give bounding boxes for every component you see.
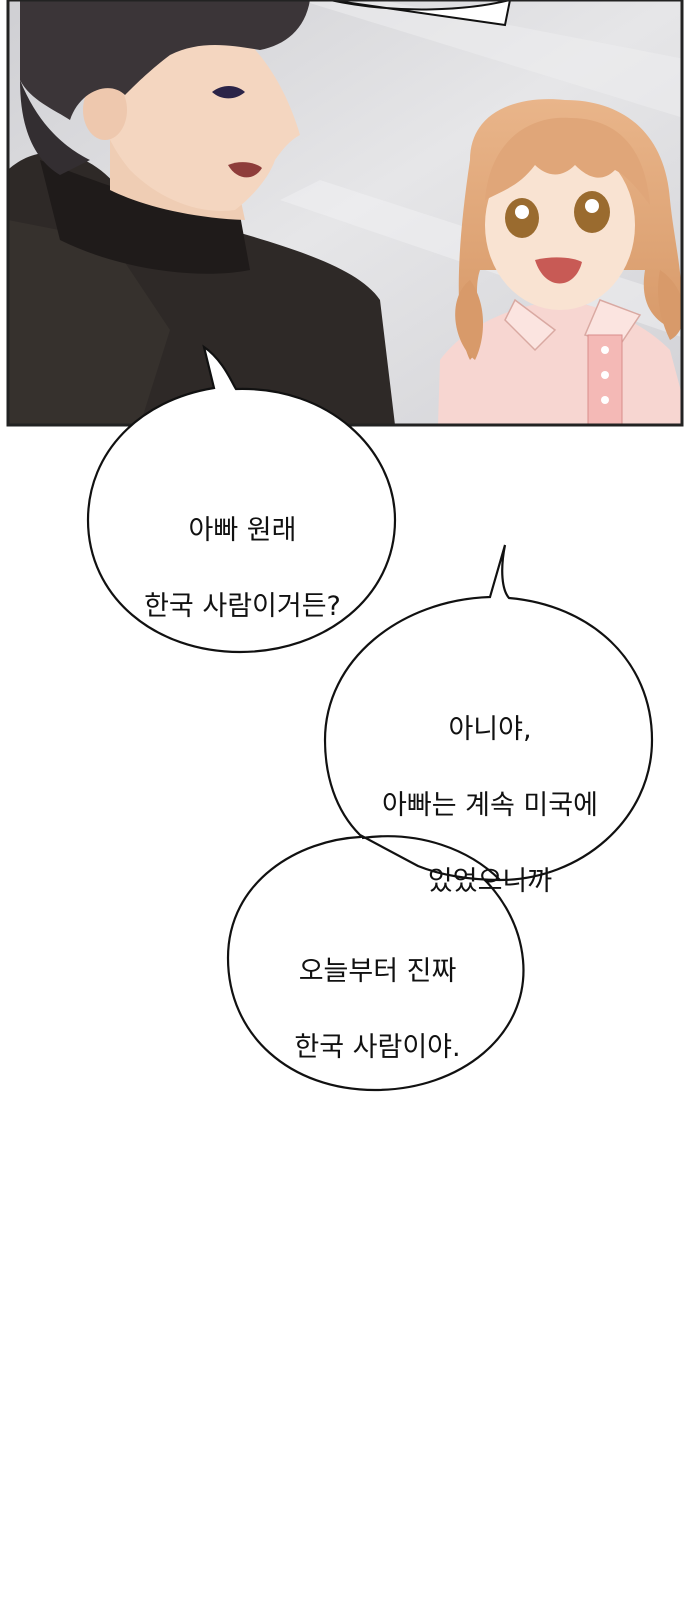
man-mouth: [228, 162, 262, 178]
man-hair: [20, 0, 310, 120]
bubble-2-line-2: 아빠는 계속 미국에: [382, 790, 598, 821]
girl-face: [485, 140, 635, 310]
bubble-3-text: 오늘부터 진짜 한국 사람이야.: [250, 915, 505, 1105]
bubble-3-line-2: 한국 사람이야.: [294, 1032, 461, 1063]
bubble-3-line-1: 오늘부터 진짜: [298, 956, 457, 987]
man-ear: [83, 80, 127, 140]
bubble-1-line-2: 한국 사람이거든?: [144, 591, 341, 622]
man-eye: [212, 86, 245, 99]
bubble-2-text: 아니야, 아빠는 계속 미국에 있었으니까: [345, 673, 635, 939]
bubble-2-line-1: 아니야,: [448, 714, 532, 745]
speech-bubble-3: [226, 834, 525, 1092]
man-turtleneck: [40, 160, 250, 274]
bubble-2-line-3: 있었으니까: [427, 866, 553, 897]
bubble-1-line-1: 아빠 원래: [188, 515, 297, 546]
speech-bubble-2: [323, 544, 654, 882]
speech-bubbles-layer: [86, 344, 654, 1092]
comic-panel: [6, 0, 684, 427]
speech-bubble-1: [86, 344, 397, 654]
bubble-1-text: 아빠 원래 한국 사람이거든?: [110, 474, 375, 664]
girl-mouth: [535, 257, 582, 284]
